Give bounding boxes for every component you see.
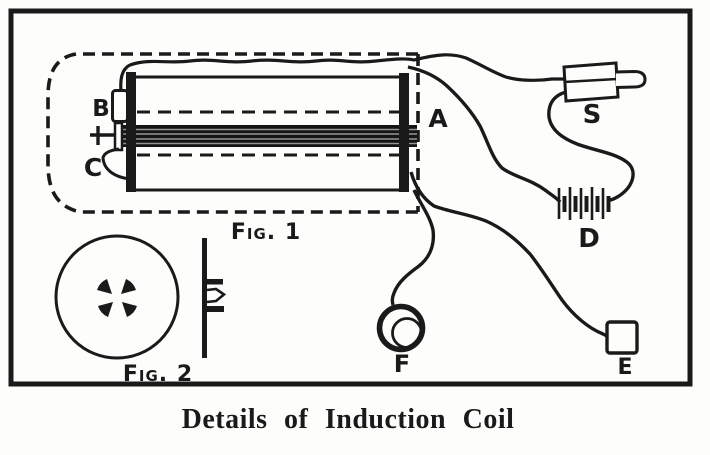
wire-coil-to-key xyxy=(409,171,608,338)
fig2-disc-front-view xyxy=(54,234,180,360)
loop-inner-turn xyxy=(391,317,423,349)
label-D: D xyxy=(578,224,600,254)
contact-spring-clip xyxy=(206,287,227,304)
battery-cells xyxy=(557,187,611,220)
disc-outline xyxy=(54,234,180,360)
label-A: A xyxy=(428,104,448,133)
wire-coil-to-battery xyxy=(407,65,562,204)
vibrator-spring xyxy=(113,121,124,152)
diagram-frame xyxy=(8,8,693,387)
disc-side-line xyxy=(202,238,207,358)
contact-wire xyxy=(101,147,133,181)
wire-to-loop xyxy=(390,189,436,306)
label-E: E xyxy=(617,355,632,380)
label-S: S xyxy=(583,100,602,130)
wire-switch-to-battery xyxy=(547,90,635,202)
fig2-label: Fig. 2 xyxy=(123,362,193,387)
switch-body xyxy=(562,61,620,103)
label-B: B xyxy=(92,96,110,122)
wire-loop xyxy=(376,303,426,353)
iron-core xyxy=(121,125,417,147)
coil-right-flange xyxy=(399,73,409,192)
label-C: C xyxy=(84,153,102,182)
key-box xyxy=(605,320,639,355)
fan-pinwheel xyxy=(97,279,137,317)
coil-body xyxy=(121,72,417,192)
switch-tip xyxy=(615,69,647,89)
coil-case-dashed-outline xyxy=(46,52,420,214)
lower-contact-bar xyxy=(207,306,224,312)
loop-outer-turn xyxy=(376,303,426,353)
switch-plug xyxy=(562,61,647,103)
winding-layer-dashes xyxy=(137,110,399,157)
switch-midline xyxy=(563,77,618,84)
contact-screw xyxy=(90,126,115,145)
upper-contact-bar xyxy=(207,279,223,285)
vibrator-armature xyxy=(111,89,129,123)
fig1-label: Fig. 1 xyxy=(231,220,301,245)
fig2-disc-side-view xyxy=(202,238,227,358)
vibrator-assembly xyxy=(90,89,133,181)
coil-left-flange xyxy=(126,72,136,192)
label-F: F xyxy=(394,350,410,378)
figure-caption: Details of Induction Coil xyxy=(182,404,515,435)
wire-vibrator-to-switch xyxy=(119,53,564,93)
